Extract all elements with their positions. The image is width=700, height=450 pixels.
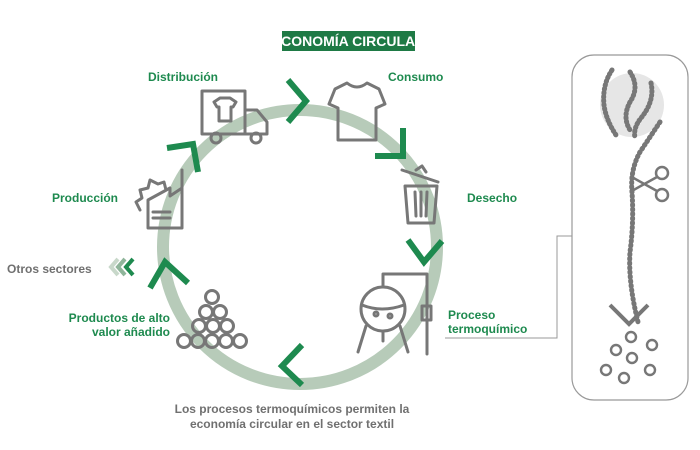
- trash-icon: [400, 164, 440, 225]
- arrow-icon: [277, 342, 305, 388]
- label-proceso-1: Proceso: [448, 308, 495, 322]
- arrow-icon: [405, 238, 445, 267]
- label-otros-sectores: Otros sectores: [7, 262, 92, 276]
- connector-line: [445, 235, 572, 339]
- scissors-icon: [629, 165, 670, 203]
- arrow-icon: [375, 128, 406, 159]
- title-badge: ECONOMÍA CIRCULAR: [272, 31, 425, 51]
- double-chevron-left-icon: [108, 257, 135, 277]
- cycle-arrows: [147, 78, 445, 388]
- label-desecho: Desecho: [467, 191, 517, 205]
- label-proceso-2: termoquímico: [448, 322, 527, 336]
- chevron-down-icon: [608, 303, 650, 327]
- arrow-icon: [166, 140, 201, 173]
- label-productos-2: valor añadido: [92, 325, 170, 339]
- label-productos-1: Productos de alto: [69, 311, 170, 325]
- label-produccion: Producción: [52, 191, 118, 205]
- arrow-icon: [285, 78, 310, 124]
- polymer-breakdown-panel: [571, 54, 689, 401]
- caption-line-2: economía circular en el sector textil: [190, 417, 394, 431]
- arrow-icon: [147, 257, 191, 290]
- title: ECONOMÍA CIRCULAR: [272, 33, 425, 49]
- label-distribucion: Distribución: [148, 70, 218, 84]
- label-consumo: Consumo: [388, 70, 443, 84]
- tshirt-icon: [327, 81, 387, 142]
- factory-icon: [134, 168, 184, 230]
- monomers-icon: [599, 330, 659, 385]
- reactor-icon: [356, 272, 433, 356]
- caption-line-1: Los procesos termoquímicos permiten la: [175, 402, 410, 416]
- products-pile-icon: [176, 289, 248, 349]
- truck-icon: [200, 89, 269, 145]
